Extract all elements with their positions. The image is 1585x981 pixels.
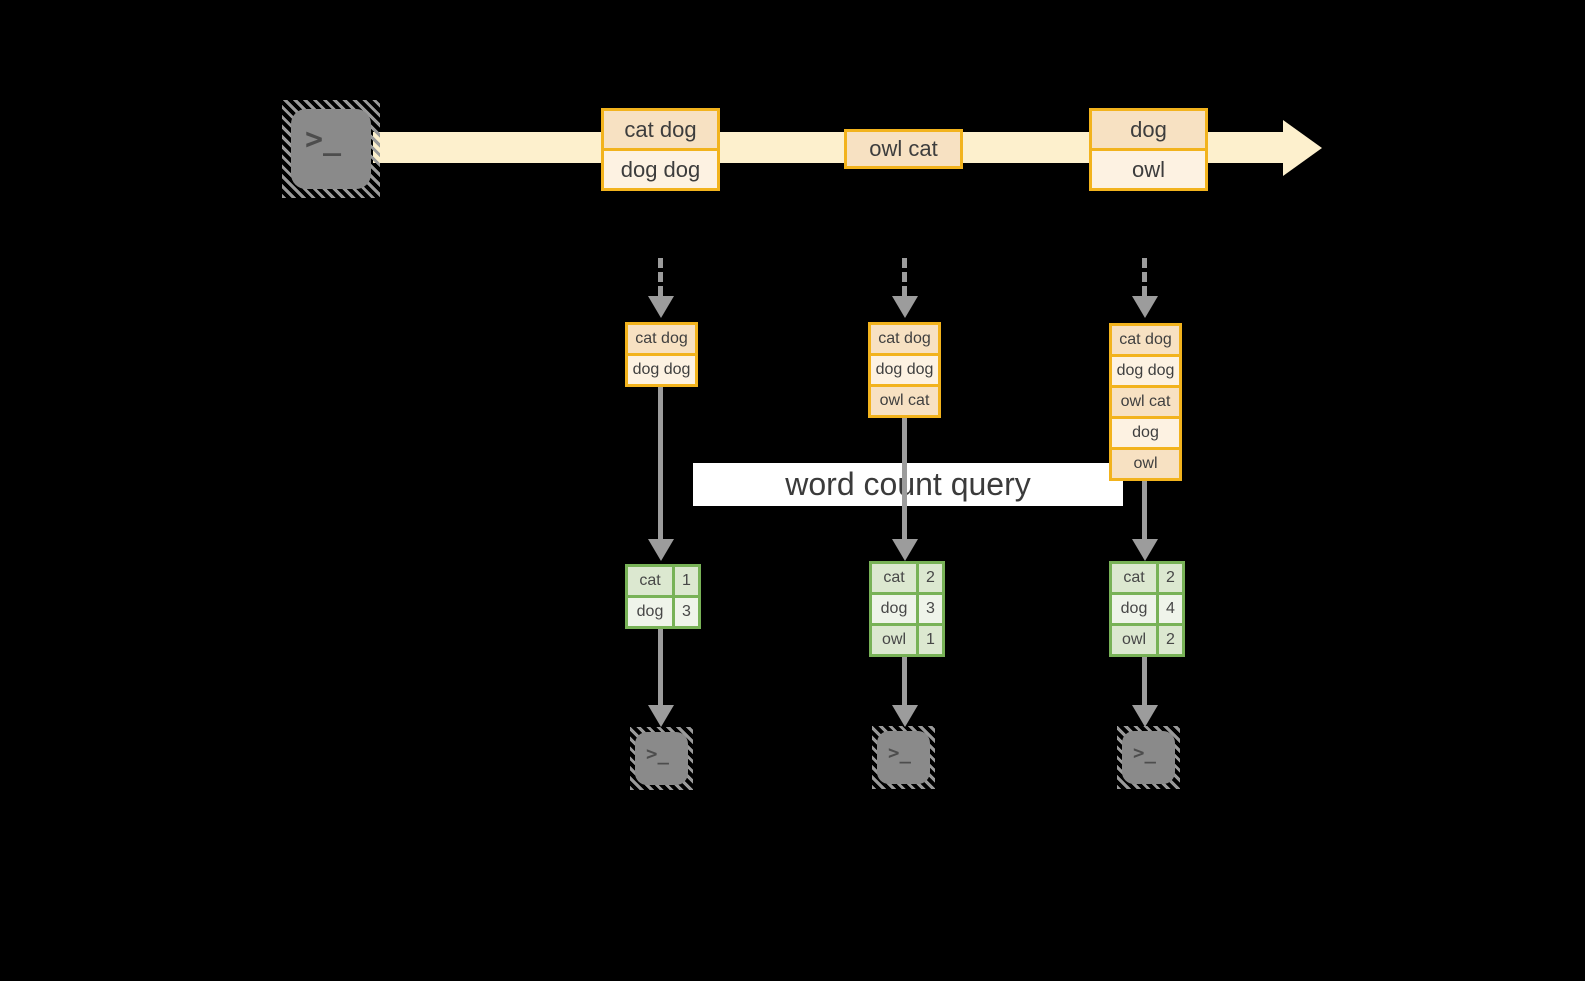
result-count-cell: 3 xyxy=(919,595,942,623)
dashed-arrow-line xyxy=(1142,258,1147,296)
dashed-arrowhead-icon xyxy=(892,296,918,318)
connector-arrowhead-icon xyxy=(648,539,674,561)
connector-arrow-line xyxy=(1142,657,1147,705)
dashed-arrow-line xyxy=(902,258,907,296)
result-table-1: cat 1 dog 3 xyxy=(625,564,701,629)
sink-terminal-icon: >_ xyxy=(630,727,693,790)
terminal-screen: >_ xyxy=(635,732,688,785)
buffer-row: dog xyxy=(1112,416,1179,447)
connector-arrowhead-icon xyxy=(892,705,918,727)
result-count-cell: 2 xyxy=(919,564,942,592)
terminal-screen: >_ xyxy=(1122,731,1175,784)
dashed-arrow-line xyxy=(658,258,663,296)
connector-arrowhead-icon xyxy=(648,705,674,727)
result-table-3: cat 2 dog 4 owl 2 xyxy=(1109,561,1185,657)
query-label: word count query xyxy=(785,466,1031,502)
buffer-stack-1: cat dog dog dog xyxy=(625,322,698,387)
terminal-prompt-icon: >_ xyxy=(1133,741,1156,764)
event-box-3: dog owl xyxy=(1089,108,1208,191)
result-word-cell: cat xyxy=(872,564,916,592)
buffer-row: dog dog xyxy=(1112,354,1179,385)
connector-arrowhead-icon xyxy=(1132,539,1158,561)
event-line: dog dog xyxy=(604,148,717,188)
connector-arrow-line xyxy=(1142,481,1147,539)
terminal-prompt-icon: >_ xyxy=(304,121,342,157)
result-word-cell: cat xyxy=(1112,564,1156,592)
result-count-cell: 2 xyxy=(1159,626,1182,654)
terminal-screen: >_ xyxy=(877,731,930,784)
buffer-stack-2: cat dog dog dog owl cat xyxy=(868,322,941,418)
event-box-2: owl cat xyxy=(844,129,963,169)
buffer-row: owl cat xyxy=(871,384,938,415)
result-word-cell: dog xyxy=(872,595,916,623)
buffer-row: dog dog xyxy=(628,353,695,384)
terminal-prompt-icon: >_ xyxy=(646,742,669,765)
buffer-row: cat dog xyxy=(1112,326,1179,354)
result-word-cell: owl xyxy=(1112,626,1156,654)
event-line: cat dog xyxy=(604,111,717,148)
buffer-row: cat dog xyxy=(871,325,938,353)
event-line: owl cat xyxy=(847,132,960,166)
buffer-stack-3: cat dog dog dog owl cat dog owl xyxy=(1109,323,1182,481)
result-count-cell: 1 xyxy=(919,626,942,654)
query-label-band: word count query xyxy=(693,463,1123,506)
dashed-arrowhead-icon xyxy=(1132,296,1158,318)
result-count-cell: 3 xyxy=(675,598,698,626)
connector-arrow-line xyxy=(658,628,663,705)
sink-terminal-icon: >_ xyxy=(1117,726,1180,789)
result-word-cell: cat xyxy=(628,567,672,595)
result-word-cell: dog xyxy=(1112,595,1156,623)
terminal-screen: >_ xyxy=(291,109,371,189)
connector-arrowhead-icon xyxy=(892,539,918,561)
event-line: owl xyxy=(1092,148,1205,188)
buffer-row: owl cat xyxy=(1112,385,1179,416)
result-word-cell: dog xyxy=(628,598,672,626)
event-box-1: cat dog dog dog xyxy=(601,108,720,191)
dashed-arrowhead-icon xyxy=(648,296,674,318)
source-terminal-icon: >_ xyxy=(282,100,380,198)
result-count-cell: 4 xyxy=(1159,595,1182,623)
result-count-cell: 1 xyxy=(675,567,698,595)
buffer-row: cat dog xyxy=(628,325,695,353)
result-count-cell: 2 xyxy=(1159,564,1182,592)
connector-arrow-line xyxy=(902,418,907,539)
timeline-arrowhead-icon xyxy=(1283,120,1322,176)
result-table-2: cat 2 dog 3 owl 1 xyxy=(869,561,945,657)
terminal-prompt-icon: >_ xyxy=(888,741,911,764)
result-word-cell: owl xyxy=(872,626,916,654)
sink-terminal-icon: >_ xyxy=(872,726,935,789)
buffer-row: owl xyxy=(1112,447,1179,478)
connector-arrow-line xyxy=(902,657,907,705)
connector-arrowhead-icon xyxy=(1132,705,1158,727)
buffer-row: dog dog xyxy=(871,353,938,384)
connector-arrow-line xyxy=(658,387,663,539)
event-line: dog xyxy=(1092,111,1205,148)
